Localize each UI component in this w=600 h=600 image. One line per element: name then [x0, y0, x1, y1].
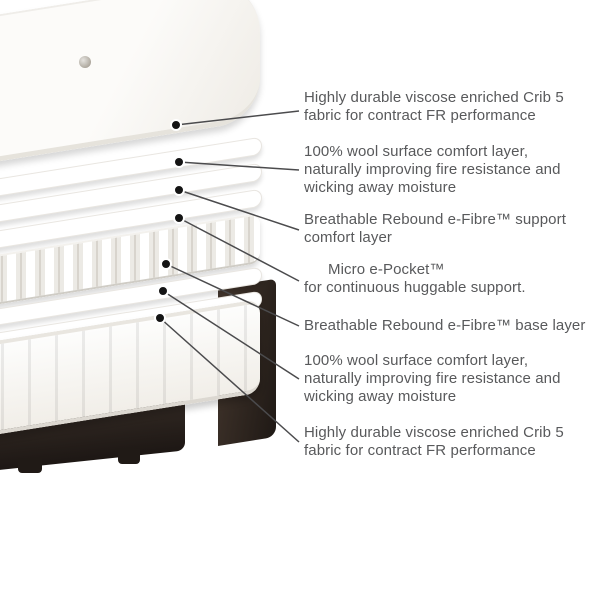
layer-label-wool-lower: 100% wool surface comfort layer, natural…: [304, 352, 592, 406]
label-line: naturally improving fire resistance and: [304, 370, 561, 387]
layer-marker-dot: [173, 184, 185, 196]
callout-line: [162, 290, 300, 380]
callout-line: [175, 110, 300, 126]
label-line: fabric for contract FR performance: [304, 442, 536, 459]
label-line: Breathable Rebound e-Fibre™ support: [304, 211, 566, 228]
callout-line: [165, 263, 300, 327]
tuft-button: [79, 56, 91, 68]
layer-marker-dot: [170, 119, 182, 131]
label-line: wicking away moisture: [304, 388, 457, 405]
callout-line: [178, 161, 300, 171]
layer-marker-dot: [173, 212, 185, 224]
label-line: naturally improving fire resistance and: [304, 161, 561, 178]
layer-label-micro-pocket: Micro e-Pocket™ for continuous huggable …: [304, 261, 592, 297]
label-line: Breathable Rebound e-Fibre™ base layer: [304, 317, 586, 334]
callout-line: [178, 217, 300, 282]
layer-label-rebound-support: Breathable Rebound e-Fibre™ support comf…: [304, 211, 592, 247]
label-line: comfort layer: [304, 229, 392, 246]
layer-marker-dot: [154, 312, 166, 324]
layer-label-rebound-base: Breathable Rebound e-Fibre™ base layer: [304, 317, 592, 335]
layer-label-wool-upper: 100% wool surface comfort layer, natural…: [304, 143, 592, 197]
bed-foot: [118, 449, 140, 464]
label-line: 100% wool surface comfort layer,: [304, 352, 529, 369]
layer-label-bottom-fabric: Highly durable viscose enriched Crib 5 f…: [304, 424, 592, 460]
label-line: 100% wool surface comfort layer,: [304, 143, 529, 160]
callout-line: [178, 189, 300, 231]
layer-marker-dot: [157, 285, 169, 297]
label-line: Micro e-Pocket™: [328, 261, 445, 278]
callout-line: [159, 317, 300, 443]
layer-marker-dot: [160, 258, 172, 270]
label-line: wicking away moisture: [304, 179, 457, 196]
layer-label-top-fabric: Highly durable viscose enriched Crib 5 f…: [304, 89, 592, 125]
label-line: Highly durable viscose enriched Crib 5: [304, 424, 564, 441]
label-line: fabric for contract FR performance: [304, 107, 536, 124]
layer-marker-dot: [173, 156, 185, 168]
bed-foot: [18, 458, 42, 473]
label-line: Highly durable viscose enriched Crib 5: [304, 89, 564, 106]
label-line: for continuous huggable support.: [304, 279, 526, 296]
